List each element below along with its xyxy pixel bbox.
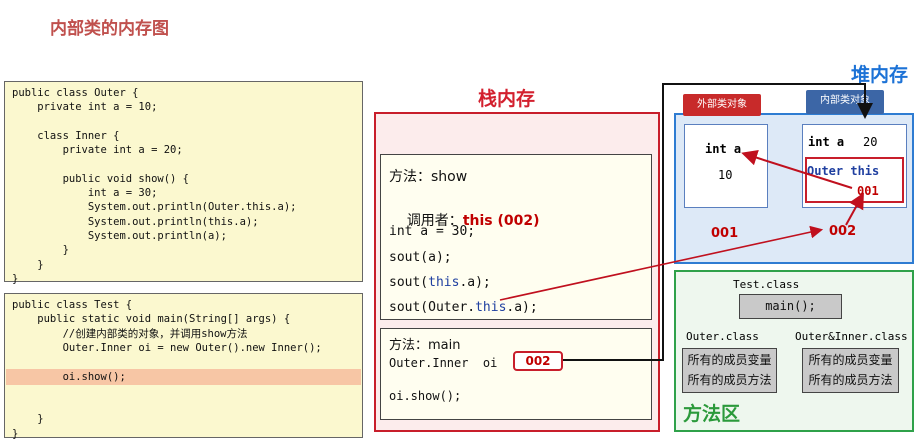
oi-reference-line bbox=[563, 83, 873, 361]
heap-label: 堆内存 bbox=[851, 64, 909, 86]
caller-label: 调用者： bbox=[406, 213, 463, 229]
method-area-label: 方法区 bbox=[683, 403, 741, 425]
show-frame-caller: 调用者：this (002) bbox=[389, 194, 540, 246]
highlighted-line bbox=[6, 369, 361, 385]
line2-pre: sout( bbox=[389, 275, 429, 290]
inner-field-value: 20 bbox=[863, 135, 878, 149]
code-line: System.out.println(a); bbox=[12, 230, 227, 242]
outer-class-vars: 所有的成员变量 bbox=[687, 353, 772, 367]
test-class-label: Test.class bbox=[733, 278, 800, 291]
main-frame-var-value: 002 bbox=[513, 351, 563, 371]
inner-addr: 002 bbox=[829, 224, 857, 239]
code-line: } bbox=[12, 272, 19, 285]
show-frame-line1: sout(a); bbox=[389, 250, 452, 265]
code-line: public class Outer { bbox=[12, 87, 139, 99]
inner-class-label: Outer&Inner.class bbox=[795, 330, 908, 343]
outer-field-value: 10 bbox=[718, 168, 733, 182]
code-line: private int a = 10; bbox=[12, 101, 158, 114]
inner-ref-field: Outer this bbox=[807, 164, 880, 178]
main-frame-var: Outer.Inner oi bbox=[389, 356, 498, 370]
show-method-frame: 方法：show 调用者：this (002) int a = 30; sout(… bbox=[380, 154, 652, 320]
main-frame-method: 方法：main bbox=[389, 338, 461, 353]
code-line: public class Test { bbox=[12, 299, 133, 311]
outer-this-arrow bbox=[741, 150, 853, 189]
line3-keyword: this bbox=[475, 300, 507, 315]
inner-field: int a bbox=[808, 135, 845, 149]
stack-label: 栈内存 bbox=[478, 88, 536, 110]
outer-class-box: 所有的成员变量 所有的成员方法 bbox=[682, 348, 777, 393]
outer-code-panel: public class Outer { private int a = 10;… bbox=[4, 81, 363, 285]
code-line: } bbox=[12, 427, 19, 440]
code-line: private int a = 20; bbox=[12, 144, 183, 157]
main-method-frame: 方法：main Outer.Inner oi 002 oi.show(); bbox=[380, 328, 652, 420]
line2-post: .a); bbox=[459, 275, 491, 290]
line2-keyword: this bbox=[428, 275, 460, 290]
show-frame-method: 方法：show bbox=[389, 169, 468, 185]
code-line: System.out.println(this.a); bbox=[12, 215, 259, 228]
outer-class-label: Outer.class bbox=[686, 330, 759, 343]
outer-object: int a 10 bbox=[684, 124, 768, 208]
inner-class-methods: 所有的成员方法 bbox=[808, 373, 893, 387]
code-line: System.out.println(Outer.this.a); bbox=[12, 201, 297, 214]
outer-addr: 001 bbox=[711, 226, 739, 241]
code-line: public void show() { bbox=[12, 172, 190, 185]
caller-value: this (002) bbox=[462, 213, 540, 229]
code-line: oi.show(); bbox=[12, 370, 126, 383]
this-reference-arrow bbox=[499, 225, 824, 301]
line3-post: .a); bbox=[506, 300, 538, 315]
main-frame-call: oi.show(); bbox=[389, 389, 462, 403]
addr-002-arrow bbox=[845, 192, 864, 226]
test-code-panel: public class Test { public static void m… bbox=[4, 293, 363, 440]
code-line: Outer.Inner oi = new Outer().new Inner()… bbox=[12, 341, 322, 354]
inner-class-vars: 所有的成员变量 bbox=[808, 353, 893, 367]
inner-class-box: 所有的成员变量 所有的成员方法 bbox=[802, 348, 899, 393]
outer-field: int a bbox=[705, 142, 742, 156]
show-frame-line3: sout(Outer.this.a); bbox=[389, 300, 538, 315]
code-line: } bbox=[12, 413, 44, 426]
code-line: public static void main(String[] args) { bbox=[12, 313, 291, 326]
code-line: class Inner { bbox=[12, 129, 120, 142]
code-line: int a = 30; bbox=[12, 187, 158, 200]
show-frame-line2: sout(this.a); bbox=[389, 275, 491, 290]
code-line: //创建内部类的对象，并调用show方法 bbox=[12, 327, 248, 340]
code-line: } bbox=[12, 244, 69, 257]
code-line: } bbox=[12, 258, 44, 271]
main-method-box: main(); bbox=[739, 294, 842, 319]
line3-pre: sout(Outer. bbox=[389, 300, 476, 315]
outer-class-methods: 所有的成员方法 bbox=[687, 373, 772, 387]
page-title: 内部类的内存图 bbox=[50, 19, 169, 39]
show-frame-local-var: int a = 30; bbox=[389, 224, 476, 239]
outer-object-tag: 外部类对象 bbox=[683, 94, 761, 116]
